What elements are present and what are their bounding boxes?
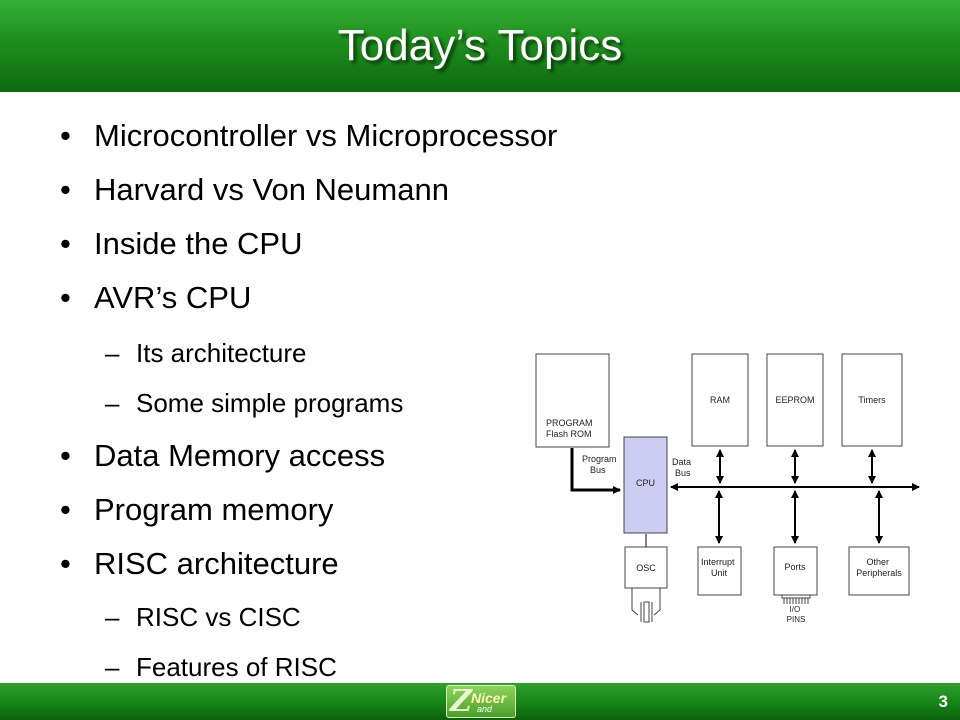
bullet-marker: • <box>60 438 71 473</box>
interrupt-unit-box <box>697 546 742 596</box>
topic-text: Harvard vs Von Neumann <box>94 172 449 207</box>
io-pins-icon <box>781 594 811 604</box>
logo-word: Nicer <box>471 690 507 706</box>
topic-item: • Data Memory access <box>60 438 385 474</box>
topic-text: Inside the CPU <box>94 226 303 261</box>
bullet-marker: • <box>60 546 71 581</box>
dash-marker: – <box>105 602 120 632</box>
program-flash-box <box>535 353 610 448</box>
data-bus-label: Data Bus <box>672 457 694 478</box>
topic-text: Program memory <box>94 492 334 527</box>
ram-label: RAM <box>710 395 730 405</box>
subtopic-item: –Its architecture <box>105 338 307 369</box>
topic-item: • Harvard vs Von Neumann <box>60 172 449 208</box>
topic-text: Microcontroller vs Microprocessor <box>94 118 558 153</box>
ports-box <box>773 546 818 596</box>
interrupt-unit-label: Interrupt Unit <box>701 557 737 578</box>
topic-item: • RISC architecture <box>60 546 339 582</box>
other-peripherals-box <box>848 546 910 596</box>
topic-text: RISC architecture <box>94 546 339 581</box>
topic-text: Data Memory access <box>94 438 386 473</box>
bullet-marker: • <box>60 280 71 315</box>
subtopic-text: Some simple programs <box>136 388 404 418</box>
bullet-marker: • <box>60 492 71 527</box>
bullet-marker: • <box>60 118 71 153</box>
subtopic-item: –RISC vs CISC <box>105 602 301 633</box>
topic-item: • Inside the CPU <box>60 226 303 262</box>
ports-label: Ports <box>784 562 806 572</box>
znicerland-logo: Z Nicer and <box>446 684 516 719</box>
eeprom-label: EEPROM <box>775 395 814 405</box>
cpu-label: CPU <box>636 478 655 488</box>
title-bar <box>0 0 960 92</box>
bullet-marker: • <box>60 172 71 207</box>
logo-sub: and <box>477 704 493 714</box>
eeprom-box <box>766 353 824 447</box>
subtopic-item: –Features of RISC <box>105 652 337 683</box>
program-bus-line <box>570 448 621 494</box>
dash-marker: – <box>105 338 120 368</box>
program-bus-label: Program Bus <box>582 454 619 475</box>
topic-item: • Microcontroller vs Microprocessor <box>60 118 557 154</box>
dash-marker: – <box>105 388 120 418</box>
other-peripherals-label: Other Peripherals <box>856 557 902 578</box>
io-pins-label: I/O PINS <box>787 605 806 624</box>
osc-label: OSC <box>636 563 656 573</box>
page-number: 3 <box>938 692 948 711</box>
logo-letter: Z <box>450 684 472 719</box>
topic-item: • AVR’s CPU <box>60 280 251 316</box>
subtopic-text: Its architecture <box>136 338 307 368</box>
subtopic-item: –Some simple programs <box>105 388 403 419</box>
ram-box <box>691 353 749 447</box>
program-flash-label: PROGRAM Flash ROM <box>546 418 595 439</box>
dash-marker: – <box>105 652 120 682</box>
subtopic-text: Features of RISC <box>136 652 337 682</box>
slide-title: Today’s Topics <box>337 21 623 70</box>
subtopic-text: RISC vs CISC <box>136 602 301 632</box>
cpu-box <box>623 436 668 534</box>
avr-block-diagram: PROGRAM Flash ROM Program Bus CPU Data B… <box>535 353 920 624</box>
topic-item: • Program memory <box>60 492 333 528</box>
timers-box <box>841 353 903 447</box>
timers-label: Timers <box>858 395 886 405</box>
crystal-icon <box>631 588 661 623</box>
bullet-marker: • <box>60 226 71 261</box>
topic-text: AVR’s CPU <box>94 280 252 315</box>
